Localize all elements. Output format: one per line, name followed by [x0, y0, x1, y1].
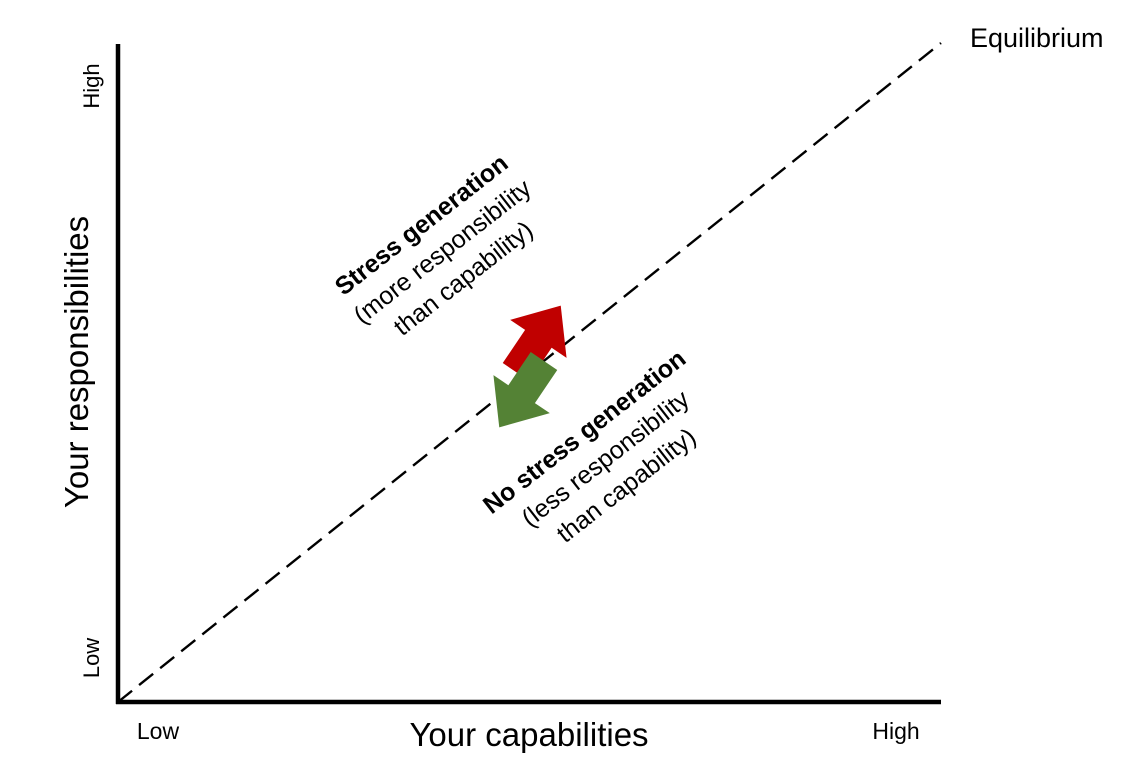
x-axis-high-label: High — [872, 718, 919, 744]
equilibrium-label: Equilibrium — [970, 23, 1104, 53]
x-axis-low-label: Low — [137, 718, 180, 744]
no-stress-arrow-shape — [493, 352, 558, 428]
y-axis-high-label: High — [79, 63, 104, 108]
y-axis-low-label: Low — [79, 638, 104, 678]
stress-arrow-icon — [502, 305, 567, 381]
stress-arrow-shape — [502, 305, 567, 381]
x-axis-title: Your capabilities — [409, 716, 648, 753]
no-stress-arrow-icon — [493, 352, 558, 428]
y-axis-title: Your responsibilities — [58, 216, 95, 508]
